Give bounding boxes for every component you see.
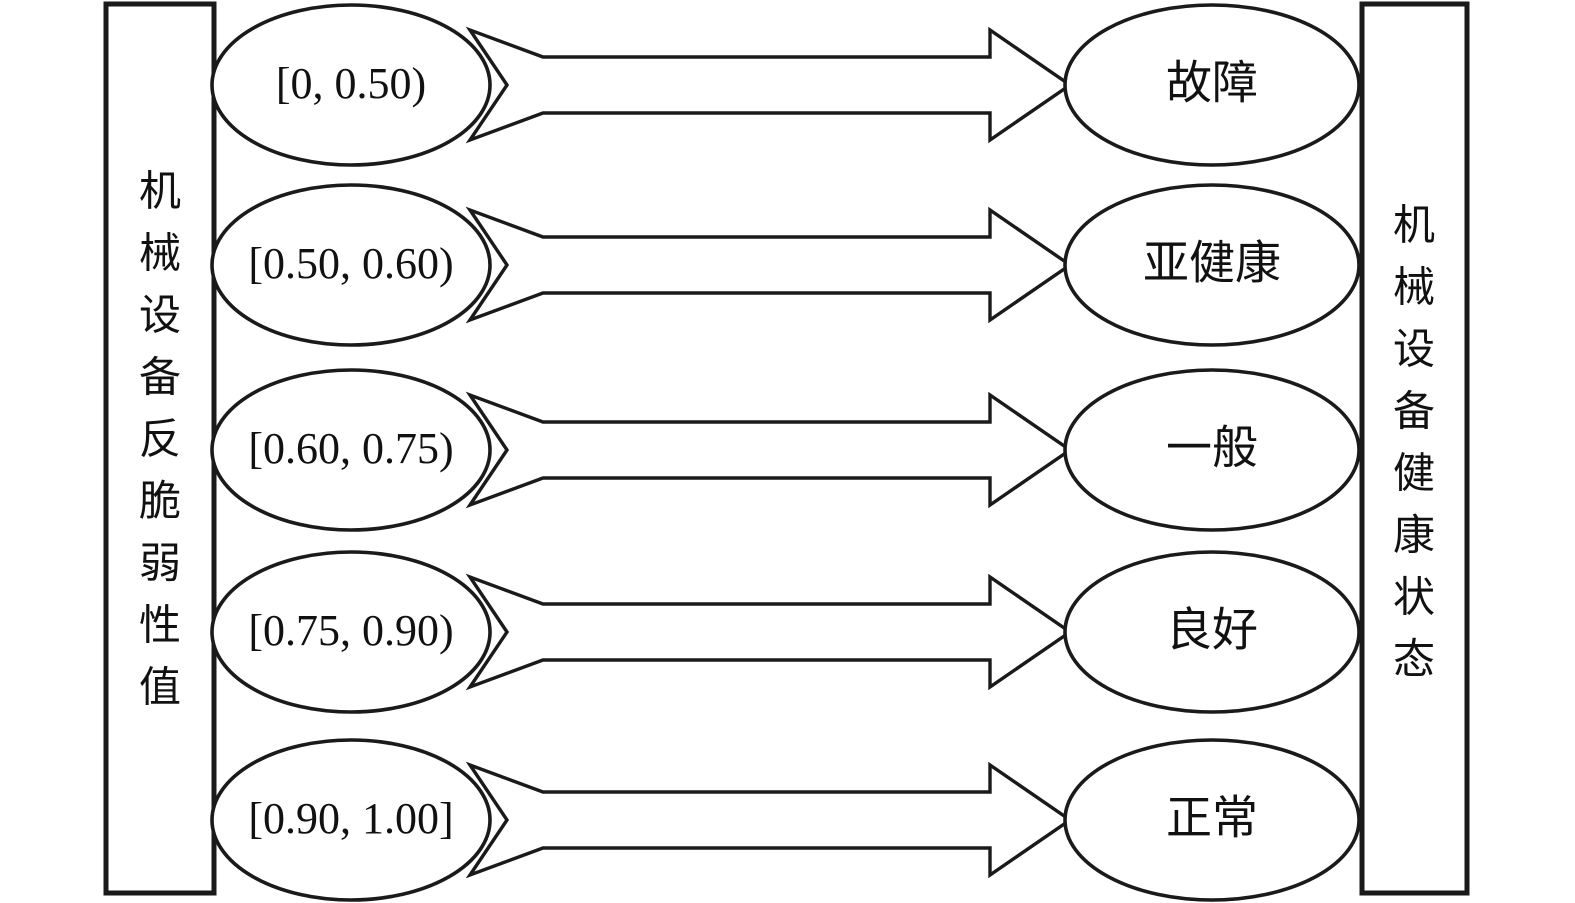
interval-label-1: [0, 0.50) xyxy=(276,59,426,108)
right-axis-char-7: 态 xyxy=(1393,638,1435,684)
flow-arrow-1 xyxy=(465,26,1074,144)
state-label-4: 良好 xyxy=(1166,605,1258,656)
state-label-5: 正常 xyxy=(1166,793,1258,844)
left-axis-char-6: 弱 xyxy=(139,542,181,588)
mapping-row-5: [0.90, 1.00] 正常 xyxy=(210,738,1361,902)
interval-node-1[interactable] xyxy=(210,3,492,167)
left-axis-label: 机 械 设 备 反 脆 弱 性 值 xyxy=(139,170,181,712)
right-axis-bar xyxy=(1359,1,1470,896)
state-node-4[interactable] xyxy=(1063,550,1361,714)
right-axis-char-0: 机 xyxy=(1393,204,1435,250)
right-axis-char-6: 状 xyxy=(1393,576,1435,622)
flow-arrow-4 xyxy=(465,573,1074,691)
left-axis-char-8: 值 xyxy=(139,666,181,712)
left-axis-bar xyxy=(103,1,217,896)
right-axis-char-2: 设 xyxy=(1393,328,1435,374)
flow-arrow-5 xyxy=(465,761,1074,879)
state-node-1[interactable] xyxy=(1063,3,1361,167)
interval-node-2[interactable] xyxy=(210,183,492,347)
left-axis-char-4: 反 xyxy=(139,418,181,464)
interval-node-4[interactable] xyxy=(210,550,492,714)
interval-label-4: [0.75, 0.90) xyxy=(248,606,453,655)
interval-label-5: [0.90, 1.00] xyxy=(248,794,453,843)
right-axis-char-3: 备 xyxy=(1393,390,1435,436)
left-axis-char-5: 脆 xyxy=(139,479,181,526)
interval-node-3[interactable] xyxy=(210,368,492,532)
state-label-2: 亚健康 xyxy=(1143,238,1281,289)
flow-arrow-2 xyxy=(465,206,1074,324)
right-axis-char-5: 康 xyxy=(1393,513,1435,560)
flow-arrow-3 xyxy=(465,391,1074,509)
mapping-row-4: [0.75, 0.90) 良好 xyxy=(210,550,1361,714)
left-axis-char-0: 机 xyxy=(139,170,181,216)
state-label-1: 故障 xyxy=(1166,58,1258,109)
mapping-row-2: [0.50, 0.60) 亚健康 xyxy=(210,183,1361,347)
left-axis-char-3: 备 xyxy=(139,356,181,402)
interval-label-2: [0.50, 0.60) xyxy=(248,239,453,288)
left-axis-char-1: 械 xyxy=(139,232,181,278)
state-node-3[interactable] xyxy=(1063,368,1361,532)
state-node-2[interactable] xyxy=(1063,183,1361,347)
mapping-row-3: [0.60, 0.75) 一般 xyxy=(210,368,1361,532)
mapping-row-1: [0, 0.50) 故障 xyxy=(210,3,1361,167)
interval-node-5[interactable] xyxy=(210,738,492,902)
right-axis-char-4: 健 xyxy=(1393,452,1435,498)
left-axis-char-7: 性 xyxy=(139,604,181,650)
interval-label-3: [0.60, 0.75) xyxy=(248,424,453,473)
state-node-5[interactable] xyxy=(1063,738,1361,902)
right-axis-label: 机 械 设 备 健 康 状 态 xyxy=(1393,204,1435,684)
state-label-3: 一般 xyxy=(1166,423,1258,474)
right-axis-char-1: 械 xyxy=(1393,266,1435,312)
left-axis-char-2: 设 xyxy=(139,294,181,340)
